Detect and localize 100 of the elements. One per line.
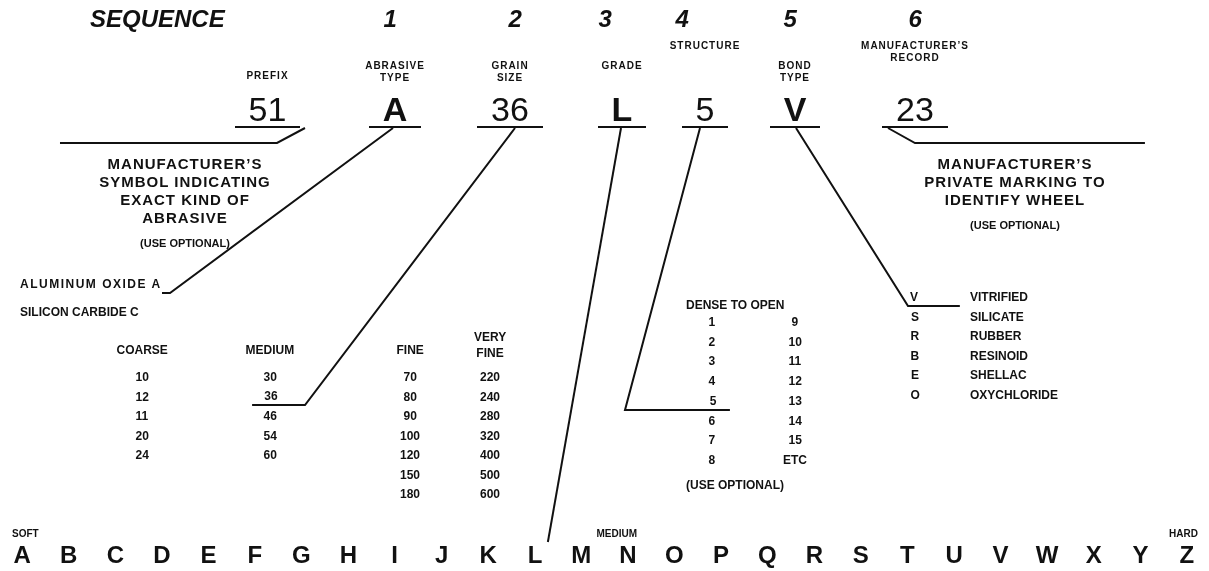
grain-size-number: 54 (263, 428, 277, 443)
grade-letter: L (521, 542, 549, 568)
bond-name: RESINOID (970, 348, 1028, 363)
note-text: (USE OPTIONAL) (140, 237, 230, 249)
structure-number: 15 (788, 433, 802, 448)
grain-size-number: 120 (400, 448, 421, 462)
grade-letter: C (106, 542, 125, 568)
grain-size-number: 70 (403, 370, 417, 384)
grade-letter: I (391, 542, 398, 568)
bond-name: SILICATE (970, 309, 1024, 324)
leader-line (546, 127, 622, 543)
grain-size-number: 320 (480, 428, 501, 443)
leader-line (887, 127, 1146, 144)
grain-size-number: 100 (400, 428, 421, 443)
bond-name: OXYCHLORIDE (970, 387, 1058, 402)
scale-end-label: MEDIUM (596, 528, 638, 540)
grade-letter: M (571, 542, 592, 568)
grade-letter: J (434, 542, 449, 568)
grain-size-number: 24 (135, 448, 149, 462)
grade-letter: E (200, 542, 217, 568)
grain-size-number: 80 (403, 389, 417, 404)
grain-size-number: 400 (480, 448, 501, 462)
structure-number: 6 (708, 413, 716, 428)
leader-line (251, 127, 516, 406)
field-heading: GRADE (601, 60, 643, 72)
sequence-number: 3 (598, 6, 612, 32)
leader-line (795, 127, 961, 307)
structure-number: 3 (708, 354, 716, 369)
note-text: (USE OPTIONAL) (970, 219, 1060, 231)
code-value: 5 (681, 92, 729, 128)
grain-size-number: 600 (480, 487, 501, 501)
leader-line (161, 127, 394, 294)
scale-end-label: SOFT (12, 528, 39, 540)
field-heading: MANUFACTURER’S RECORD (861, 40, 969, 64)
field-heading: GRAIN SIZE (491, 60, 529, 84)
grade-letter: B (60, 542, 78, 568)
field-heading: ABRASIVE TYPE (365, 60, 425, 84)
grade-letter: H (339, 542, 358, 568)
description-text: MANUFACTURER’S PRIVATE MARKING TO IDENTIFY WHEEL (923, 155, 1107, 209)
note-text: (USE OPTIONAL) (686, 478, 784, 492)
grain-size-number: 20 (135, 428, 149, 443)
structure-number: 14 (788, 413, 802, 428)
structure-number: 7 (708, 433, 716, 448)
grain-size-number: 60 (263, 448, 277, 462)
grade-letter: F (247, 542, 263, 568)
abrasive-name: SILICON CARBIDE C (20, 305, 139, 319)
bond-letter: E (911, 368, 919, 382)
grain-size-number: 240 (480, 389, 501, 404)
bond-name: VITRIFIED (970, 290, 1028, 304)
grade-letter: G (292, 542, 311, 568)
grain-size-number: 36 (250, 388, 292, 405)
leader-line (623, 127, 731, 411)
bond-letter: B (910, 348, 920, 363)
grain-size-number: 12 (135, 389, 149, 404)
grain-size-number: 280 (480, 409, 501, 423)
code-value: A (368, 92, 422, 128)
column-heading: COARSE (116, 343, 168, 357)
structure-number: 13 (788, 393, 802, 408)
code-value: L (597, 92, 647, 128)
column-heading: FINE (396, 343, 424, 357)
column-heading: MEDIUM (245, 343, 295, 357)
field-heading: BOND TYPE (778, 60, 812, 84)
grade-letter: S (852, 542, 869, 568)
code-value: 23 (882, 92, 948, 128)
sequence-number: 1 (383, 6, 397, 32)
structure-number: 8 (708, 452, 716, 467)
structure-number: 1 (708, 315, 716, 329)
scale-end-label: HARD (1169, 528, 1198, 540)
bond-letter: R (910, 329, 920, 343)
grain-size-number: 180 (400, 487, 421, 501)
leader-line (59, 127, 306, 144)
structure-number: ETC (783, 452, 807, 467)
bond-name: RUBBER (970, 329, 1022, 343)
structure-number: 10 (788, 334, 802, 349)
grade-letter: V (992, 542, 1009, 568)
description-text: MANUFACTURER’S SYMBOL INDICATING EXACT KIND OF ABRASIVE (98, 155, 272, 227)
code-value: 51 (234, 92, 301, 128)
structure-number: 9 (791, 315, 799, 329)
bond-name: SHELLAC (970, 368, 1027, 382)
grain-size-number: 500 (480, 467, 501, 482)
grade-letter: N (619, 542, 637, 568)
structure-number: 11 (788, 354, 802, 369)
structure-number: 4 (708, 374, 716, 389)
field-heading: PREFIX (246, 70, 289, 82)
grade-letter: D (153, 542, 171, 568)
bond-letter: S (911, 309, 919, 324)
code-value: 36 (477, 92, 543, 128)
grain-size-number: 30 (263, 370, 277, 384)
field-heading: STRUCTURE (669, 40, 741, 52)
grain-size-number: 150 (400, 467, 421, 482)
grade-letter: Z (1179, 542, 1195, 568)
sequence-number: 4 (675, 6, 689, 32)
grade-letter: Y (1132, 542, 1149, 568)
grain-size-number: 46 (263, 409, 277, 423)
structure-number: 5 (695, 392, 731, 410)
grade-letter: U (945, 542, 963, 568)
sequence-number: 5 (783, 6, 797, 32)
scale-heading: DENSE TO OPEN (686, 298, 785, 312)
grain-size-number: 11 (135, 409, 149, 423)
sequence-heading: SEQUENCE (90, 6, 225, 32)
